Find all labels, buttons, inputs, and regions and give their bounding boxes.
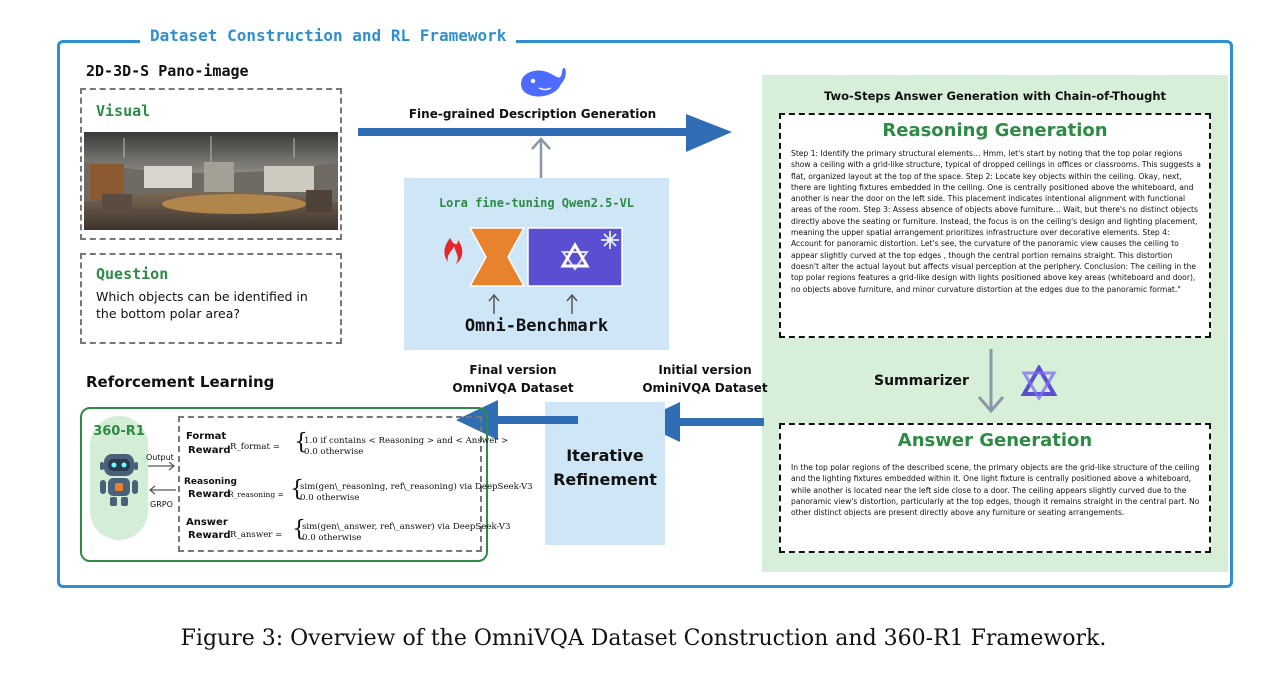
pano-section-title: 2D-3D-S Pano-image <box>86 62 249 80</box>
summarizer-label: Summarizer <box>874 373 969 389</box>
format-reward-label-2: Reward <box>188 445 231 456</box>
qwen-icon <box>560 241 590 271</box>
frame-title: Dataset Construction and RL Framework <box>140 26 517 45</box>
initial-dataset-label: OminiVQA Dataset <box>642 381 768 395</box>
answer-title: Answer Generation <box>897 430 1093 451</box>
snowflake-icon <box>601 231 619 249</box>
figure-caption: Figure 3: Overview of the OmniVQA Datase… <box>180 626 1107 651</box>
cot-box: Two-Steps Answer Generation with Chain-o… <box>762 75 1228 572</box>
answer-formula-lhs: R_answer = <box>230 530 283 540</box>
lora-up-arrow <box>531 137 551 178</box>
answer-box: Answer Generation In the top polar regio… <box>779 423 1211 553</box>
format-case-1: 1.0 if contains < Reasoning > and < Answ… <box>304 436 509 446</box>
qwen-summarizer-icon <box>1020 365 1058 401</box>
omni-benchmark-label: Omni-Benchmark <box>464 316 609 336</box>
question-box: Question Which objects can be identified… <box>80 253 342 344</box>
fire-icon <box>444 238 463 264</box>
deepseek-whale-icon <box>521 68 566 97</box>
answer-reward-label-2: Reward <box>188 530 231 541</box>
answer-case-2: 0.0 otherwise <box>302 533 362 543</box>
cot-title: Two-Steps Answer Generation with Chain-o… <box>823 89 1167 103</box>
refinement-label: Refinement <box>553 470 657 489</box>
benchmark-up-arrows <box>488 293 578 314</box>
format-brace: { <box>294 430 308 455</box>
iterative-label: Iterative <box>566 446 644 465</box>
question-text: Which objects can be identified in the b… <box>96 289 308 321</box>
format-reward-label-1: Format <box>186 431 227 442</box>
reasoning-formula-lhs: R_reasoning = <box>228 490 284 499</box>
reasoning-text: Step 1: Identify the primary structural … <box>791 149 1201 294</box>
reasoning-brace: { <box>290 477 304 502</box>
output-label: Output <box>146 453 174 462</box>
format-case-2: 0.0 otherwise <box>304 447 364 457</box>
summarizer-down-arrow <box>977 349 1005 414</box>
model-label: 360-R1 <box>93 424 145 439</box>
answer-brace: { <box>292 517 306 542</box>
lora-model-diagram <box>444 227 623 287</box>
answer-case-1: sim(gen\_answer, ref\_answer) via DeepSe… <box>302 522 511 532</box>
lora-finetune-box: Lora fine-tuning Qwen2.5-VL Omni-Benchma… <box>404 178 669 350</box>
iterative-refinement-box: Iterative Refinement <box>545 402 665 545</box>
reward-box: Format Reward R_format = { 1.0 if contai… <box>178 416 533 552</box>
top-arrow <box>358 114 732 152</box>
initial-version-label: Initial version <box>658 363 752 377</box>
rl-box <box>80 407 488 562</box>
reasoning-title: Reasoning Generation <box>882 120 1108 141</box>
visual-label: Visual <box>96 102 151 120</box>
panorama-image <box>84 132 338 230</box>
rl-arrows <box>148 462 176 495</box>
reasoning-case-1: sim(gen\_reasoning, ref\_reasoning) via … <box>300 482 533 492</box>
lora-title: Lora fine-tuning Qwen2.5-VL <box>438 196 635 210</box>
framework-frame <box>57 40 1233 588</box>
top-arrow-label: Fine-grained Description Generation <box>408 107 657 121</box>
answer-text: In the top polar regions of the describe… <box>791 463 1200 518</box>
format-formula-lhs: R_format = <box>230 442 280 452</box>
final-dataset-label: OmniVQA Dataset <box>452 381 574 395</box>
reasoning-case-2: 0.0 otherwise <box>300 493 360 503</box>
question-label: Question <box>96 265 169 283</box>
robot-icon <box>100 454 138 506</box>
final-version-label: Final version <box>469 363 557 377</box>
visual-box: Visual <box>80 88 342 240</box>
grpo-label: GRPO <box>150 500 173 509</box>
rl-section-title: Reforcement Learning <box>86 373 275 391</box>
reasoning-box: Reasoning Generation Step 1: Identify th… <box>779 113 1211 338</box>
reasoning-reward-label-1: Reasoning <box>184 477 237 487</box>
reasoning-reward-label-2: Reward <box>188 489 231 500</box>
answer-reward-label-1: Answer <box>186 517 228 528</box>
